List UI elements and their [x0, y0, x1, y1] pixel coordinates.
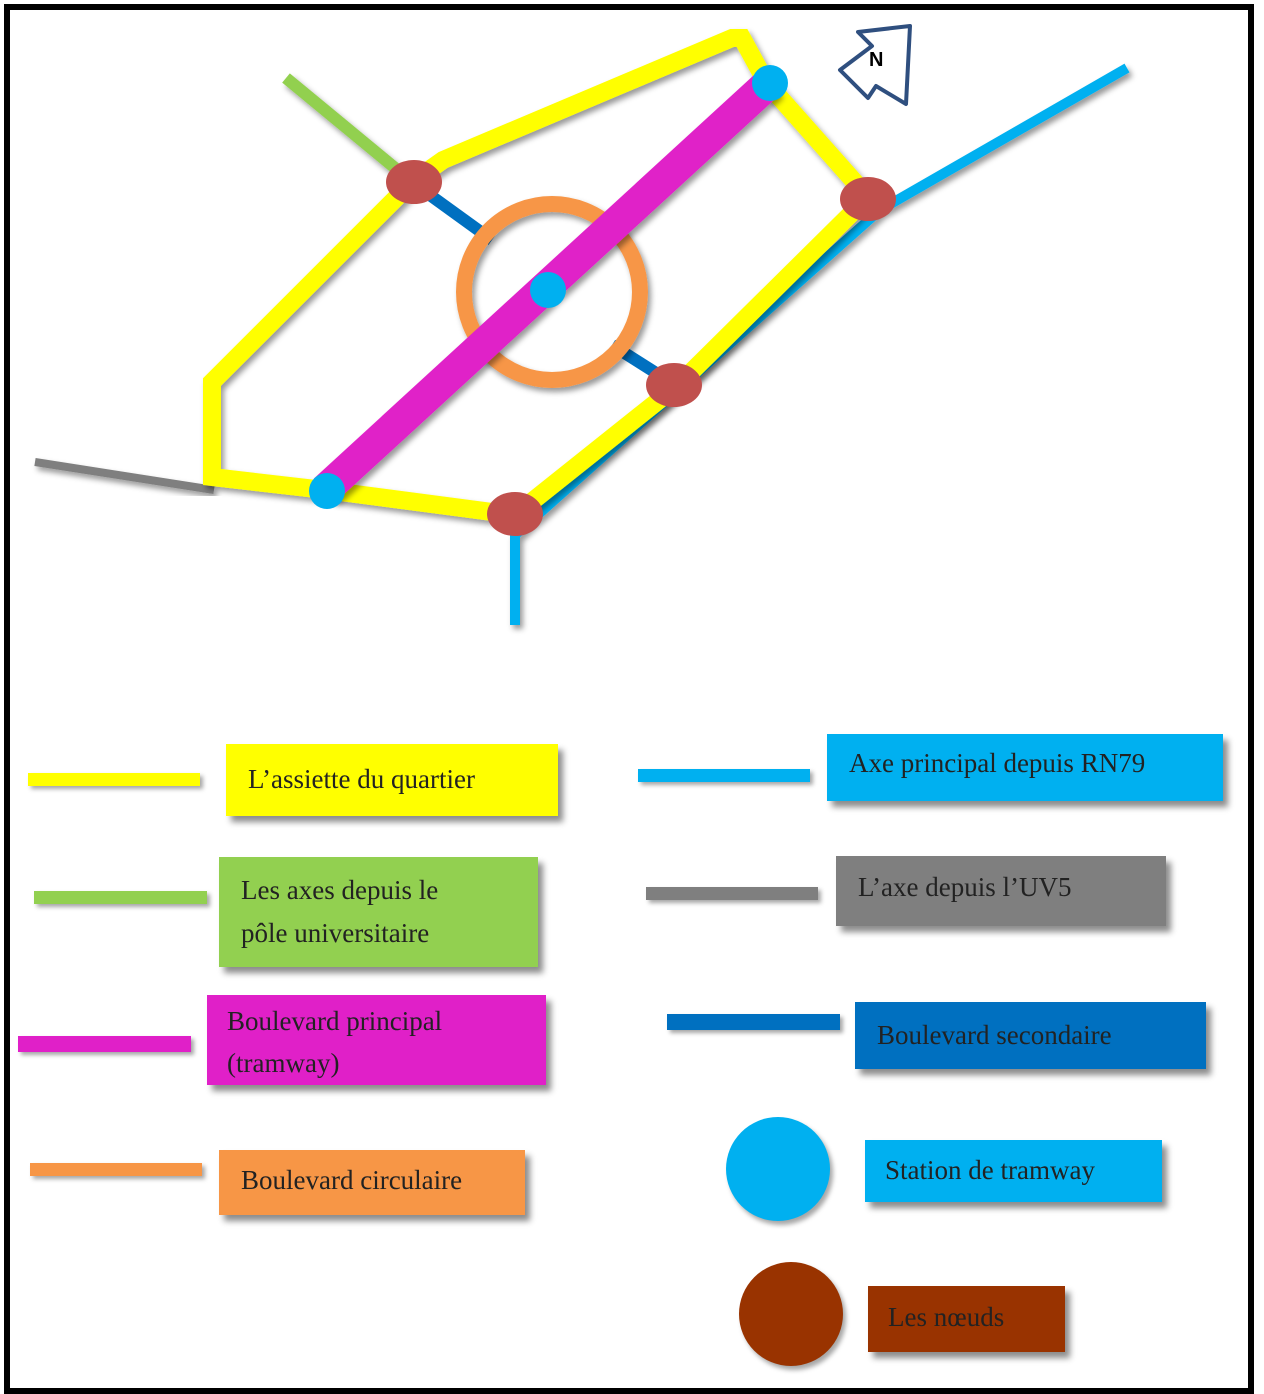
district-perimeter: [203, 29, 881, 525]
legend-secondaire-text: Boulevard secondaire: [877, 1020, 1112, 1050]
pole-axis: [282, 73, 416, 187]
legend-line-circulaire: [30, 1163, 202, 1176]
legend-label-rn79: Axe principal depuis RN79: [827, 734, 1223, 801]
uv5-axis: [34, 458, 215, 494]
legend-circulaire-text: Boulevard circulaire: [241, 1165, 463, 1195]
legend-line-rn79: [638, 769, 810, 782]
legend-line-tramway: [18, 1036, 191, 1052]
district-map: N: [34, 24, 1130, 625]
legend-label-assiette: L’assiette du quartier: [226, 744, 558, 816]
legend-assiette-text: L’assiette du quartier: [248, 764, 475, 794]
legend-tramway-line2: (tramway): [227, 1047, 340, 1078]
node: [646, 363, 702, 407]
legend-station-text: Station de tramway: [885, 1155, 1095, 1185]
north-label: N: [869, 49, 883, 71]
legend-label-station: Station de tramway: [865, 1140, 1162, 1202]
node: [840, 177, 896, 221]
legend-tramway-line1: Boulevard principal: [227, 1006, 443, 1036]
legend-pole-line2: pôle universitaire: [241, 918, 430, 949]
node: [487, 492, 543, 536]
legend-pole-line1: Les axes depuis le: [241, 875, 439, 905]
legend-line-uv5: [646, 887, 818, 900]
tram-station: [752, 65, 788, 101]
legend-label-uv5: L’axe depuis l’UV5: [836, 856, 1166, 926]
legend-label-tramway: Boulevard principal (tramway): [207, 995, 546, 1085]
legend-noeuds-text: Les nœuds: [888, 1302, 1005, 1332]
legend-line-secondaire: [667, 1014, 840, 1030]
legend-label-secondaire: Boulevard secondaire: [855, 1002, 1206, 1069]
node: [386, 160, 442, 204]
north-arrow: N: [838, 24, 912, 106]
legend-label-circulaire: Boulevard circulaire: [219, 1150, 525, 1215]
tram-station: [309, 473, 345, 509]
ring-boulevard: [456, 196, 648, 388]
legend-label-noeuds: Les nœuds: [868, 1286, 1065, 1352]
legend-uv5-text: L’axe depuis l’UV5: [858, 872, 1072, 902]
tram-station: [530, 272, 566, 308]
legend-label-pole: Les axes depuis le pôle universitaire: [219, 857, 538, 967]
legend-line-pole: [34, 891, 207, 904]
legend-station-dot: [726, 1117, 830, 1221]
legend-rn79-text: Axe principal depuis RN79: [849, 748, 1146, 778]
legend-line-assiette: [28, 773, 200, 786]
legend-node-dot: [739, 1262, 843, 1366]
